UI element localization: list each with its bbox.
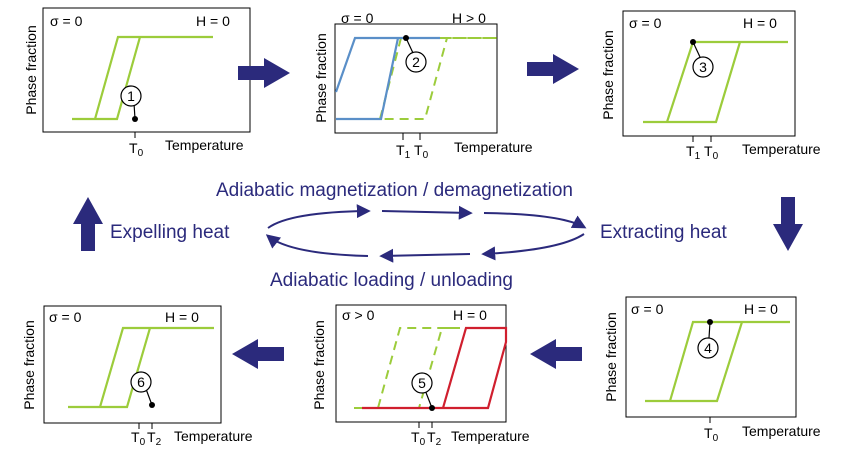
arrow-right-icon [527, 54, 579, 84]
panel-1-step-number: 1 [127, 88, 135, 104]
panel-2-y-axis-label: Phase fraction [313, 33, 329, 123]
panel-4-y-axis-label: Phase fraction [603, 312, 619, 402]
panel-4-state-point [707, 319, 713, 325]
panel-2: σ = 0 H > 0 2 T1 T0 Temperature Phase fr… [313, 10, 533, 161]
panel-6-state-point [149, 402, 155, 408]
panel-5: σ > 0 H = 0 5 T0 T2 Temperature Phase fr… [311, 304, 530, 448]
cycle-left-label: Expelling heat [110, 222, 230, 243]
panel-1-tick-T0: T0 [129, 140, 144, 159]
panel-6-y-axis-label: Phase fraction [21, 320, 37, 410]
panel-4-sigma-label: σ = 0 [631, 301, 664, 317]
panel-2-x-axis-label: Temperature [454, 139, 533, 155]
panel-3-y-axis-label: Phase fraction [600, 30, 616, 120]
panel-6-tick-T2: T2 [147, 429, 162, 448]
panel-6-sigma-label: σ = 0 [49, 309, 82, 325]
arrow-down-icon [773, 197, 803, 251]
panel-2-frame [334, 23, 498, 134]
panel-4-field-label: H = 0 [744, 301, 778, 317]
panel-3-tick-T0: T0 [704, 143, 719, 162]
arrow-left-icon [530, 339, 582, 369]
panel-1-field-label: H = 0 [196, 13, 230, 29]
panel-1-x-axis-label: Temperature [165, 137, 244, 153]
cycle-right-label: Extracting heat [600, 222, 727, 243]
cycle-arrow-bottom-middle [379, 248, 471, 263]
panel-5-y-axis-label: Phase fraction [311, 320, 327, 410]
panel-5-step-number: 5 [418, 375, 426, 391]
panel-3-state-point [690, 39, 696, 45]
panel-3-hysteresis-loop [643, 40, 788, 124]
panel-3-sigma-label: σ = 0 [629, 15, 662, 31]
panel-2-step-marker [405, 51, 427, 73]
panel-4-step-marker [697, 337, 719, 359]
panel-1-hysteresis-loop [72, 35, 213, 121]
arrow-left-icon [232, 339, 284, 369]
panel-6: σ = 0 H = 0 6 T0 T2 Temperature Phase fr… [21, 305, 253, 448]
panel-5-marker-leader [424, 389, 433, 409]
cycle-arrow-top-middle [381, 205, 473, 220]
panel-3-x-axis-label: Temperature [742, 141, 821, 157]
panel-6-frame [43, 305, 222, 424]
panel-6-tick-T0: T0 [131, 429, 146, 448]
panel-4: σ = 0 H = 0 4 T0 Temperature Phase fract… [603, 296, 821, 444]
panel-4-hysteresis-loop [645, 320, 790, 403]
cycle-top-label: Adiabatic magnetization / demagnetizatio… [216, 180, 573, 201]
cycle-arrow-top-right [483, 212, 587, 229]
panel-1-frame [42, 7, 251, 133]
panel-2-field-label: H > 0 [452, 10, 486, 26]
cycle-ellipse [265, 204, 587, 263]
panel-2-tick-T0: T0 [414, 142, 429, 161]
panel-1-step-marker [120, 85, 142, 107]
panel-2-step-number: 2 [412, 54, 420, 70]
panel-3-field-label: H = 0 [743, 15, 777, 31]
panel-3: σ = 0 H = 0 3 T1 T0 Temperature Phase fr… [600, 10, 821, 162]
panel-2-loop-zero-field [379, 37, 497, 120]
arrow-up-icon [73, 197, 103, 251]
panel-1-y-axis-label: Phase fraction [23, 25, 39, 115]
cycle-arrow-bottom-left [265, 234, 369, 257]
panel-5-state-point [429, 405, 435, 411]
panel-6-step-marker [130, 371, 152, 393]
panel-4-step-number: 4 [704, 340, 712, 356]
cycle-bottom-label: Adiabatic loading / unloading [270, 270, 513, 291]
panel-3-step-number: 3 [699, 59, 707, 75]
panel-4-tick-T0: T0 [704, 425, 719, 444]
panel-5-loop-applied-stress [362, 326, 508, 410]
panel-6-hysteresis-loop [68, 326, 214, 409]
panel-5-tick-T0: T0 [411, 429, 426, 448]
panel-1-state-point [132, 116, 138, 122]
panel-2-loop-applied-field [334, 36, 440, 121]
panel-6-step-number: 6 [137, 374, 145, 390]
panel-6-field-label: H = 0 [165, 309, 199, 325]
panel-2-state-point [403, 35, 409, 41]
cycle-arrow-bottom-right [481, 233, 585, 261]
arrow-right-icon [238, 58, 290, 88]
panel-3-tick-T1: T1 [686, 143, 701, 162]
panel-5-step-marker [411, 372, 433, 394]
panel-3-step-marker [692, 56, 714, 78]
panel-5-field-label: H = 0 [453, 307, 487, 323]
panel-5-frame [335, 304, 507, 423]
panel-5-x-axis-label: Temperature [451, 428, 530, 444]
panel-1: σ = 0 H = 0 1 T0 Temperature Phase fract… [23, 7, 251, 159]
panel-1-sigma-label: σ = 0 [50, 13, 83, 29]
cycle-arrow-top-left [267, 204, 371, 229]
panel-5-tick-T2: T2 [427, 429, 442, 448]
panel-4-x-axis-label: Temperature [742, 423, 821, 439]
panel-5-sigma-label: σ > 0 [342, 307, 375, 323]
panel-2-sigma-label: σ = 0 [341, 10, 374, 26]
panel-6-x-axis-label: Temperature [174, 428, 253, 444]
panel-2-tick-T1: T1 [396, 142, 411, 161]
